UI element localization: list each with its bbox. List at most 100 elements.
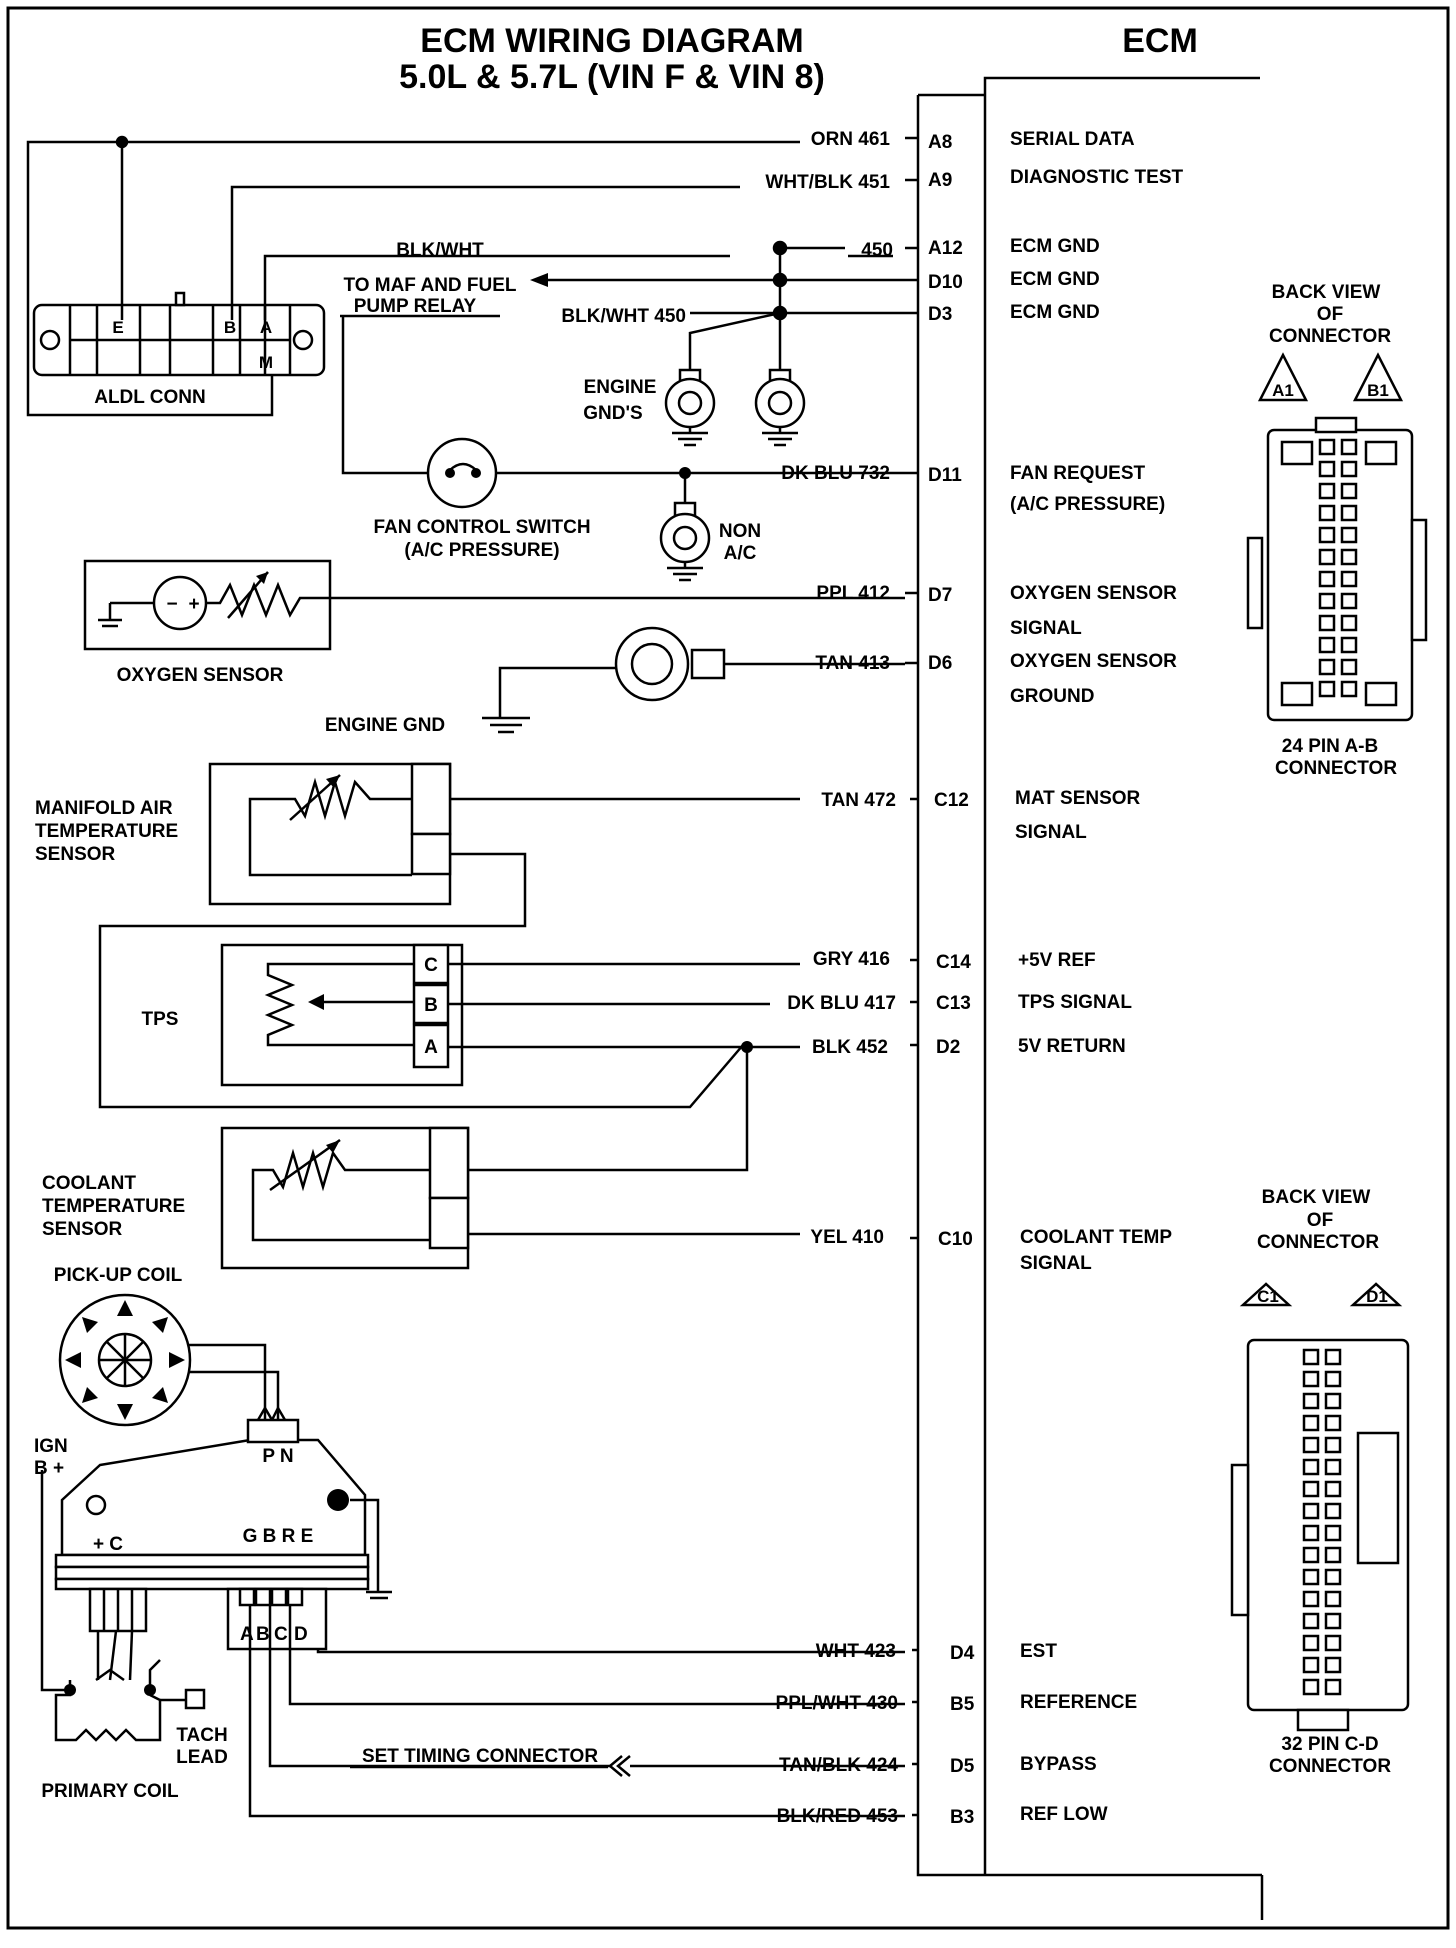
non-ac-label-2: A/C xyxy=(724,543,757,564)
pickup-coil xyxy=(58,1293,287,1427)
cd-name-label-1: 32 PIN C-D xyxy=(1281,1734,1378,1755)
mat-label-2: TEMPERATURE xyxy=(35,821,178,842)
connector-cavity xyxy=(1318,460,1336,478)
pin-d2: D2 xyxy=(936,1037,960,1058)
function-coolant-temp-sub: SIGNAL xyxy=(1020,1253,1092,1274)
pin-ticks xyxy=(905,136,918,1817)
tps-sensor xyxy=(220,943,800,1172)
connector-cavity xyxy=(1324,1656,1342,1674)
connector-ab-back-view: BACK VIEW OF CONNECTOR A1 B1 24 PIN A-B … xyxy=(1246,282,1428,779)
mat-label-1: MANIFOLD AIR xyxy=(35,798,173,819)
o2-ground-connector xyxy=(482,626,905,734)
connector-cavity xyxy=(1318,482,1336,500)
wire-label-ppl-412: PPL 412 xyxy=(816,583,890,604)
pin-d11: D11 xyxy=(928,465,962,486)
hei-pin-b: B xyxy=(256,1624,270,1645)
primary-coil-label: PRIMARY COIL xyxy=(41,1781,179,1802)
function-o2-ground-sub: GROUND xyxy=(1010,686,1094,707)
connector-cavity xyxy=(1340,570,1358,588)
ground-bus-wires xyxy=(543,240,905,372)
cd-back-view-label-2: OF xyxy=(1307,1210,1333,1231)
function-ecm-gnd-3: ECM GND xyxy=(1010,302,1100,323)
hei-pin-a: A xyxy=(240,1624,254,1645)
connector-cavity xyxy=(1318,680,1336,698)
connector-cavity xyxy=(1302,1348,1320,1366)
connector-cavity xyxy=(1302,1590,1320,1608)
function-5v-ref: +5V REF xyxy=(1018,950,1096,971)
connector-cavity xyxy=(1318,438,1336,456)
fan-switch-label-1: FAN CONTROL SWITCH xyxy=(373,517,590,538)
engine-gnds-label-1: ENGINE xyxy=(584,377,657,398)
hei-pin-c: C xyxy=(274,1624,288,1645)
oxygen-sensor: − + xyxy=(83,559,905,651)
wire-label-blk-452: BLK 452 xyxy=(812,1037,888,1058)
connector-cavity xyxy=(1302,1414,1320,1432)
connector-cavity xyxy=(1340,614,1358,632)
ab-back-view-label-3: CONNECTOR xyxy=(1269,326,1391,347)
cd-pin-grid xyxy=(1302,1348,1342,1696)
mat-label-3: SENSOR xyxy=(35,844,116,865)
function-5v-return: 5V RETURN xyxy=(1018,1036,1126,1057)
connector-cavity xyxy=(1324,1546,1342,1564)
mat-sensor xyxy=(98,762,800,1109)
connector-cavity xyxy=(1302,1656,1320,1674)
connector-cavity xyxy=(1324,1458,1342,1476)
blk-wht-label: BLK/WHT xyxy=(396,240,484,261)
hei-gbre-label: G B R E xyxy=(243,1526,314,1547)
cd-name-label-2: CONNECTOR xyxy=(1269,1756,1391,1777)
connector-cavity xyxy=(1340,680,1358,698)
pin-c12: C12 xyxy=(934,790,969,811)
oxygen-sensor-label: OXYGEN SENSOR xyxy=(117,665,284,686)
ecm-connector-edge xyxy=(916,95,985,1877)
connector-cavity xyxy=(1318,570,1336,588)
aldl-housing-outline xyxy=(26,285,274,417)
function-o2-signal-sub: SIGNAL xyxy=(1010,618,1082,639)
connector-cavity xyxy=(1340,504,1358,522)
connector-cavity xyxy=(1302,1480,1320,1498)
cd-back-view-label-3: CONNECTOR xyxy=(1257,1232,1379,1253)
tps-pin-c: C xyxy=(424,955,438,976)
connector-cavity xyxy=(1318,636,1336,654)
ecm-title: ECM xyxy=(1122,22,1198,60)
connector-cavity xyxy=(1324,1414,1342,1432)
function-reference: REFERENCE xyxy=(1020,1692,1137,1713)
pin-d5: D5 xyxy=(950,1756,975,1777)
function-mat-signal-sub: SIGNAL xyxy=(1015,822,1087,843)
pickup-coil-label: PICK-UP COIL xyxy=(54,1265,183,1286)
function-bypass: BYPASS xyxy=(1020,1754,1097,1775)
connector-cavity xyxy=(1302,1568,1320,1586)
svg-text:+: + xyxy=(188,594,199,615)
primary-coil xyxy=(40,1470,206,1742)
connector-cavity xyxy=(1318,548,1336,566)
ab-back-view-label-2: OF xyxy=(1317,304,1343,325)
clt-label-2: TEMPERATURE xyxy=(42,1196,185,1217)
function-fan-request-sub: (A/C PRESSURE) xyxy=(1010,494,1165,515)
function-ref-low: REF LOW xyxy=(1020,1804,1108,1825)
function-diagnostic-test: DIAGNOSTIC TEST xyxy=(1010,167,1184,188)
hei-module xyxy=(54,1418,392,1651)
diagram-title-line1: ECM WIRING DIAGRAM xyxy=(420,22,803,60)
wire-label-orn-461: ORN 461 xyxy=(811,129,891,150)
ecm-pin-rows: ORN 461 A8 SERIAL DATA WHT/BLK 451 A9 DI… xyxy=(561,129,1183,1828)
pin-a8: A8 xyxy=(928,132,952,153)
ab-name-label-2: CONNECTOR xyxy=(1275,758,1397,779)
cd-back-view-label-1: BACK VIEW xyxy=(1262,1187,1371,1208)
aldl-pin-b: B xyxy=(224,318,236,337)
function-ecm-gnd-1: ECM GND xyxy=(1010,236,1100,257)
hei-ecm-wires xyxy=(248,1649,905,1818)
pin-d6: D6 xyxy=(928,653,952,674)
tach-label-1: TACH xyxy=(176,1725,227,1746)
fan-switch-label-2: (A/C PRESSURE) xyxy=(404,540,559,561)
cd-pin-c1: C1 xyxy=(1257,1287,1279,1306)
connector-cavity xyxy=(1302,1678,1320,1696)
pin-a12: A12 xyxy=(928,238,963,259)
tach-label-2: LEAD xyxy=(176,1747,228,1768)
connector-cavity xyxy=(1324,1568,1342,1586)
connector-cavity xyxy=(1318,504,1336,522)
connector-cavity xyxy=(1340,548,1358,566)
hei-pin-d: D xyxy=(294,1624,308,1645)
function-est: EST xyxy=(1020,1641,1057,1662)
set-timing-label: SET TIMING CONNECTOR xyxy=(362,1746,598,1767)
to-maf-arrow xyxy=(530,273,548,287)
